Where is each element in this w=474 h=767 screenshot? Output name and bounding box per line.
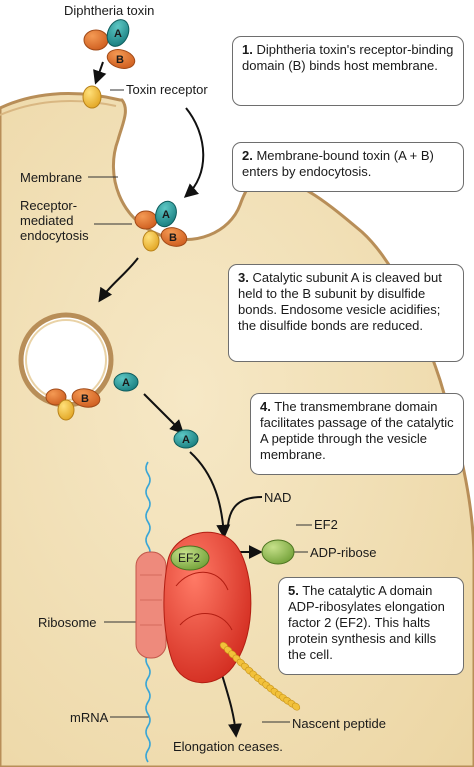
svg-text:B: B <box>81 393 89 405</box>
toxin-bound: A B <box>134 200 188 252</box>
step-5-box: 5. The catalytic A domain ADP-ribosylate… <box>278 577 464 675</box>
step-3-text: Catalytic subunit A is cleaved but held … <box>238 270 442 333</box>
step-5-number: 5. <box>288 583 299 598</box>
svg-text:B: B <box>169 232 177 244</box>
subunit-a-cytosol: A <box>173 429 199 449</box>
ef2-adp-ribosylated <box>261 539 295 565</box>
label-toxin-receptor: Toxin receptor <box>126 82 208 97</box>
toxin-free: A B <box>83 19 136 69</box>
diagram-title: Diphtheria toxin <box>64 3 155 18</box>
label-adp-ribose: ADP-ribose <box>310 545 377 560</box>
label-nascent-peptide: Nascent peptide <box>292 716 386 731</box>
label-mrna: mRNA <box>70 710 109 725</box>
label-ef2: EF2 <box>314 517 338 532</box>
label-membrane: Membrane <box>20 170 83 185</box>
svg-text:A: A <box>114 28 122 40</box>
toxin-receptor <box>82 85 102 109</box>
endosome-vesicle <box>18 312 114 408</box>
step-4-box: 4. The transmembrane domain facilitates … <box>250 393 464 475</box>
toxin-vesicle: B <box>45 388 101 421</box>
step-4-number: 4. <box>260 399 271 414</box>
svg-text:A: A <box>182 434 190 446</box>
step-4-text: The transmembrane domain facilitates pas… <box>260 399 454 462</box>
label-ribosome: Ribosome <box>38 615 97 630</box>
svg-text:A: A <box>122 377 130 389</box>
step-2-text: Membrane-bound toxin (A + B) enters by e… <box>242 148 434 179</box>
step-5-text: The catalytic A domain ADP-ribosylates e… <box>288 583 445 662</box>
svg-text:B: B <box>116 54 124 66</box>
step-3-box: 3. Catalytic subunit A is cleaved but he… <box>228 264 464 362</box>
label-ef2-on-ribosome: EF2 <box>178 551 201 565</box>
nascent-peptide <box>219 642 301 711</box>
step-1-text: Diphtheria toxin's receptor-binding doma… <box>242 42 454 73</box>
peptide-bead <box>291 702 301 711</box>
label-receptor-mediated-endocytosis: Receptor- mediated endocytosis <box>20 198 89 243</box>
step-1-number: 1. <box>242 42 253 57</box>
label-elongation-ceases: Elongation ceases. <box>173 739 283 754</box>
step-2-box: 2. Membrane-bound toxin (A + B) enters b… <box>232 142 464 192</box>
label-nad: NAD <box>264 490 292 505</box>
step-3-number: 3. <box>238 270 249 285</box>
step-1-box: 1. Diphtheria toxin's receptor-binding d… <box>232 36 464 106</box>
step-2-number: 2. <box>242 148 253 163</box>
subunit-a-released: A <box>113 372 139 392</box>
svg-text:A: A <box>162 209 170 221</box>
